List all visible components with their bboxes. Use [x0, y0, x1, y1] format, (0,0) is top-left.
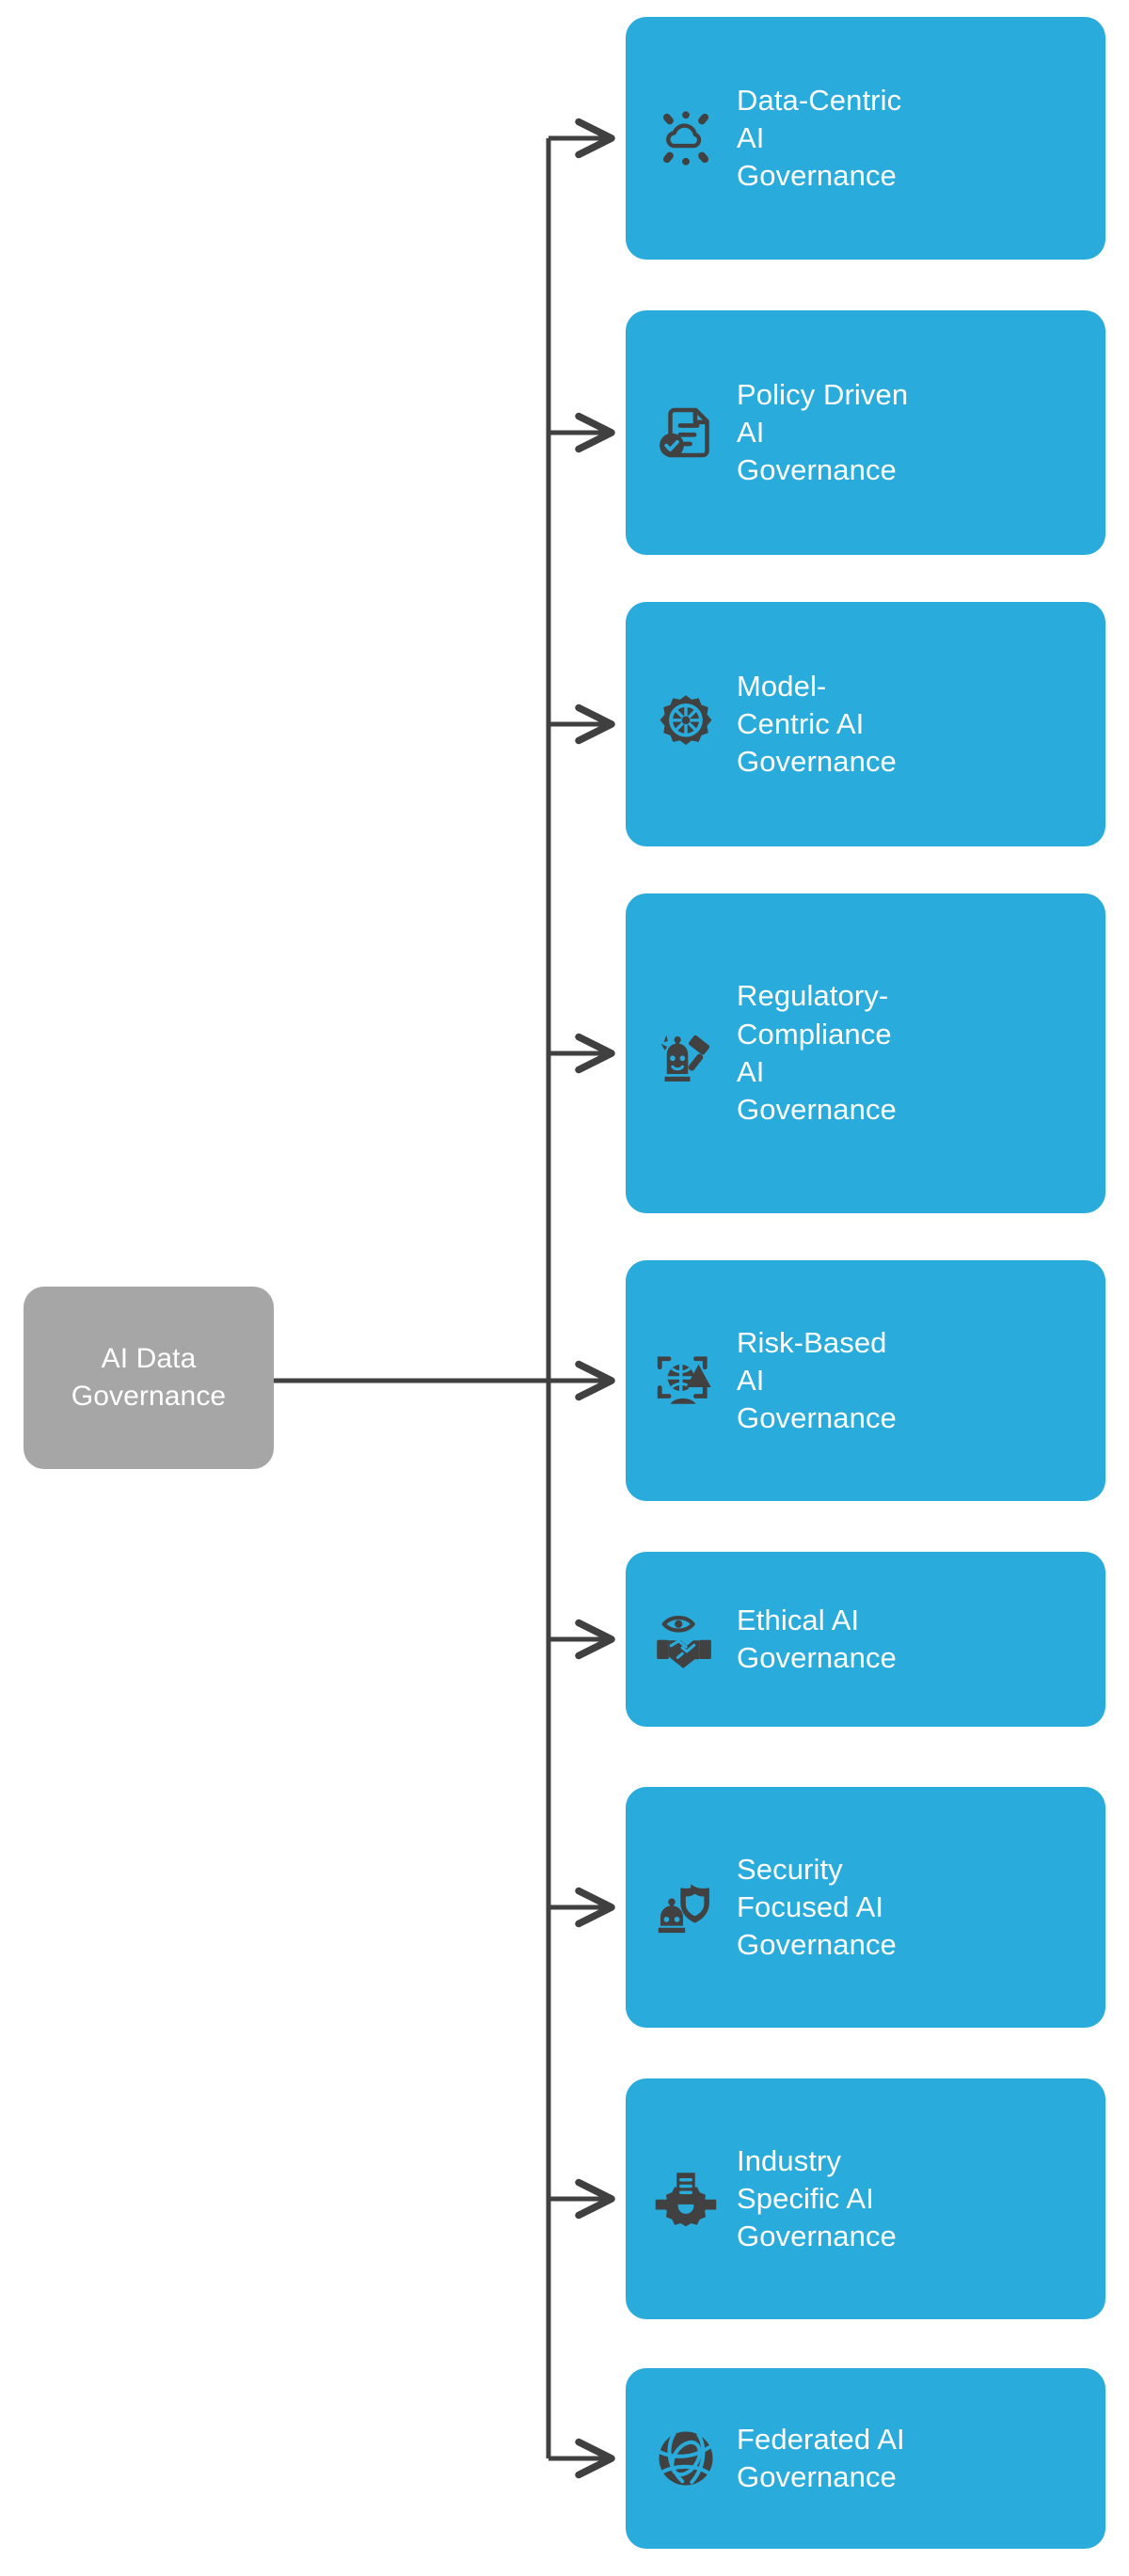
branch-node-policy-driven[interactable]: Policy Driven AI Governance	[626, 310, 1105, 555]
globe-network-icon	[646, 2419, 725, 2498]
branch-node-label: Security Focused AI Governance	[737, 1852, 897, 1962]
branch-node-label: Data-Centric AI Governance	[737, 83, 902, 193]
branch-node-label: Industry Specific AI Governance	[737, 2143, 897, 2253]
factory-gear-icon	[646, 2159, 725, 2238]
branch-node-label: Federated AI Governance	[737, 2422, 905, 2493]
branch-node-data-centric[interactable]: Data-Centric AI Governance	[626, 17, 1105, 260]
branch-node-industry-specific[interactable]: Industry Specific AI Governance	[626, 2078, 1105, 2319]
branch-node-risk-based[interactable]: Risk-Based AI Governance	[626, 1260, 1105, 1501]
robot-shield-icon	[646, 1868, 725, 1947]
robot-gavel-icon	[646, 1014, 725, 1093]
branch-node-label: Regulatory- Compliance AI Governance	[737, 979, 897, 1127]
eye-handshake-icon	[646, 1600, 725, 1679]
branch-node-label: Policy Driven AI Governance	[737, 377, 909, 487]
branch-node-label: Model- Centric AI Governance	[737, 669, 897, 779]
branch-node-ethical[interactable]: Ethical AI Governance	[626, 1552, 1105, 1727]
branch-node-federated[interactable]: Federated AI Governance	[626, 2368, 1105, 2549]
document-check-icon	[646, 393, 725, 472]
branch-node-regulatory-compliance[interactable]: Regulatory- Compliance AI Governance	[626, 893, 1105, 1213]
gear-network-icon	[646, 685, 725, 764]
branch-node-security-focused[interactable]: Security Focused AI Governance	[626, 1787, 1105, 2028]
risk-scan-icon	[646, 1341, 725, 1420]
root-node-label: AI Data Governance	[71, 1343, 227, 1412]
branch-node-label: Risk-Based AI Governance	[737, 1325, 897, 1435]
cloud-sun-icon	[646, 99, 725, 178]
root-node-ai-data-governance[interactable]: AI Data Governance	[24, 1287, 274, 1469]
branch-node-label: Ethical AI Governance	[737, 1603, 897, 1674]
branch-node-model-centric[interactable]: Model- Centric AI Governance	[626, 602, 1105, 846]
